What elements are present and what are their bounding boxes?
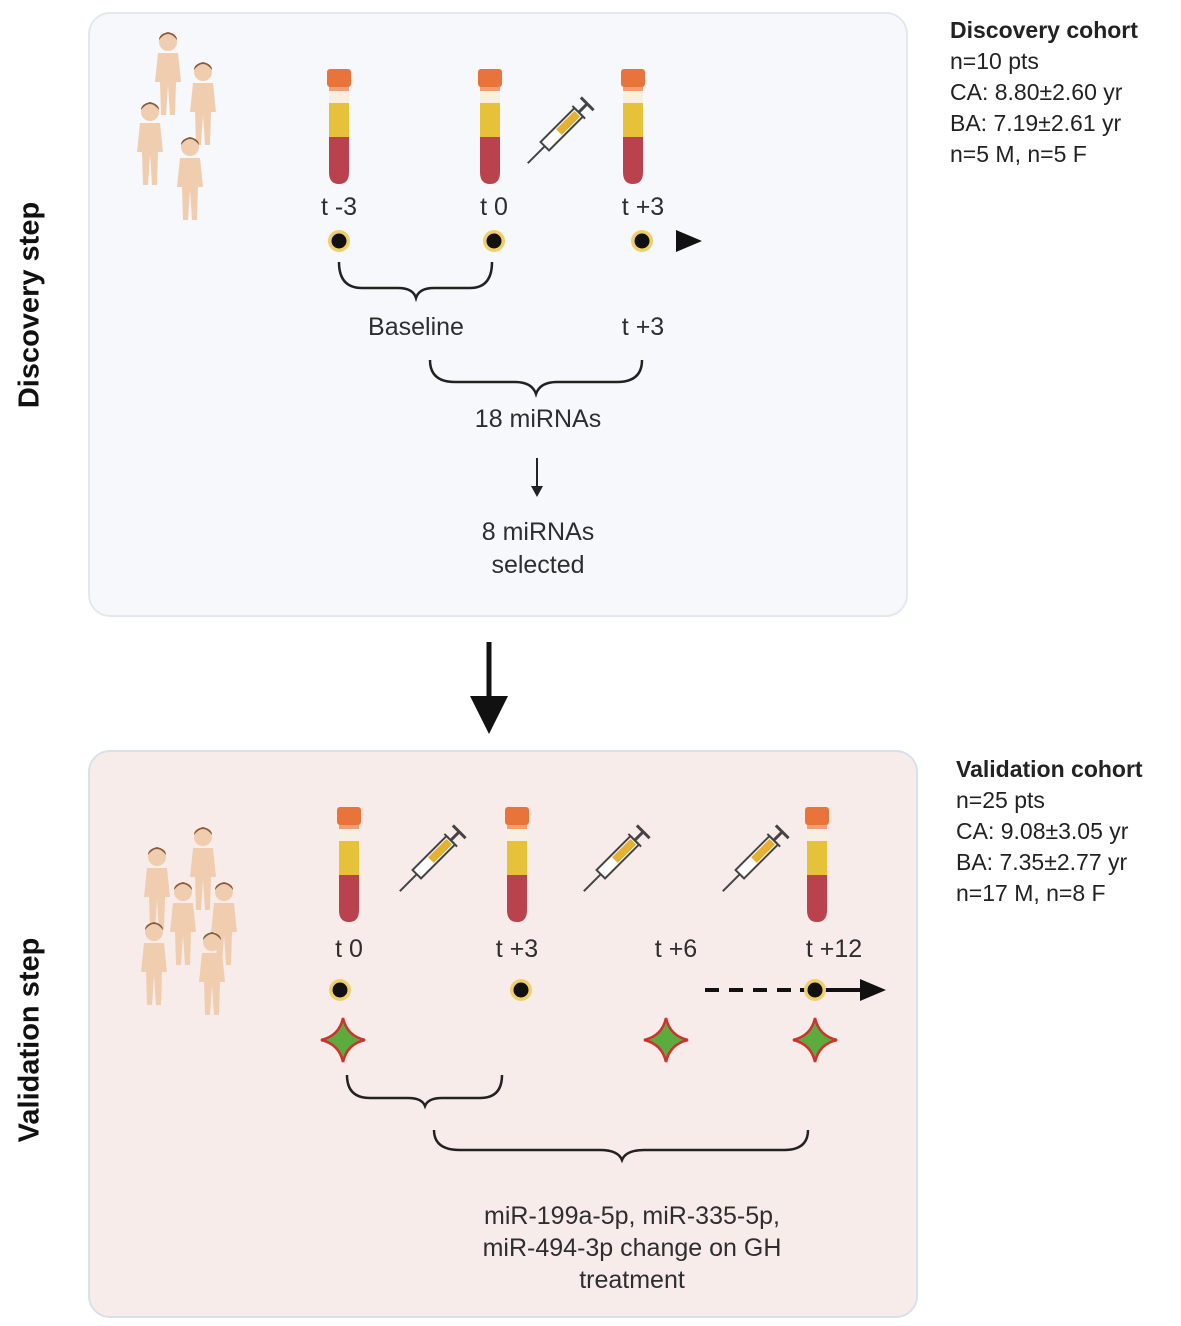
cohort-line: BA: 7.35±2.77 yr [956, 849, 1128, 875]
result-line: miR-199a-5p, miR-335-5p, [484, 1202, 780, 1230]
person-figure-icon [155, 32, 181, 115]
syringe-icon [519, 95, 596, 172]
selected-line1: 8 miRNAs [481, 518, 595, 546]
timepoint-dot [328, 230, 350, 252]
blood-tube-icon [505, 807, 529, 922]
discovery-cohort-info: Discovery cohort n=10 pts CA: 8.80±2.60 … [950, 15, 1138, 170]
person-figure-icon [177, 137, 203, 220]
star-marker-icon [791, 1016, 839, 1064]
person-figure-icon [170, 882, 196, 965]
cohort-line: CA: 8.80±2.60 yr [950, 79, 1123, 105]
discovery-timepoint-label: t 0 [480, 193, 508, 221]
blood-tube-icon [621, 69, 645, 184]
cohort-line: BA: 7.19±2.61 yr [950, 110, 1122, 136]
comparison-brace [428, 359, 644, 398]
validation-cohort-info: Validation cohort n=25 pts CA: 9.08±3.05… [956, 754, 1143, 909]
timepoint-dot [631, 230, 653, 252]
selected-line2: selected [491, 551, 585, 579]
blood-tube-icon [327, 69, 351, 184]
blood-tube-icon [337, 807, 361, 922]
timeline-arrowhead [860, 979, 886, 1001]
cohort-title: Discovery cohort [950, 17, 1138, 43]
baseline-brace [337, 261, 494, 303]
syringe-icon [575, 823, 652, 900]
blood-tube-icon [805, 807, 829, 922]
discovery-people-group [137, 32, 216, 220]
timepoint-dot [804, 979, 826, 1001]
t3-label: t +3 [621, 313, 665, 341]
validation-panel [88, 750, 918, 1318]
validation-timepoint-label: t +12 [805, 935, 863, 963]
baseline-brace [345, 1074, 504, 1110]
star-marker-icon [319, 1016, 367, 1064]
result-line: miR-494-3p change on GH [482, 1234, 782, 1262]
cohort-line: n=17 M, n=8 F [956, 880, 1106, 906]
validation-people-group [141, 827, 237, 1015]
cohort-line: CA: 9.08±3.05 yr [956, 818, 1129, 844]
validation-timepoint-label: t 0 [335, 935, 363, 963]
person-figure-icon [141, 922, 167, 1005]
star-marker-icon [642, 1016, 690, 1064]
cohort-line: n=10 pts [950, 48, 1039, 74]
syringe-icon [714, 823, 791, 900]
comparison-brace [432, 1129, 810, 1164]
discovery-timepoint-label: t +3 [621, 193, 665, 221]
validation-timepoint-label: t +6 [654, 935, 698, 963]
timepoint-dot [329, 979, 351, 1001]
person-figure-icon [190, 827, 216, 910]
timepoint-dot [510, 979, 532, 1001]
baseline-label: Baseline [368, 313, 464, 341]
blood-tube-icon [478, 69, 502, 184]
timeline-arrowhead [676, 230, 702, 252]
person-figure-icon [137, 102, 163, 185]
discovery-timepoint-label: t -3 [320, 193, 358, 221]
person-figure-icon [190, 62, 216, 145]
validation-timepoint-label: t +3 [495, 935, 539, 963]
person-figure-icon [211, 882, 237, 965]
cohort-line: n=25 pts [956, 787, 1045, 813]
timepoint-dot [483, 230, 505, 252]
cohort-line: n=5 M, n=5 F [950, 141, 1087, 167]
arrow-down-head [470, 696, 508, 734]
cohort-title: Validation cohort [956, 756, 1143, 782]
syringe-icon [391, 823, 468, 900]
mirna-count-label: 18 miRNAs [474, 405, 602, 433]
person-figure-icon [144, 847, 170, 930]
small-arrowhead [531, 486, 543, 497]
result-line: treatment [579, 1266, 685, 1294]
